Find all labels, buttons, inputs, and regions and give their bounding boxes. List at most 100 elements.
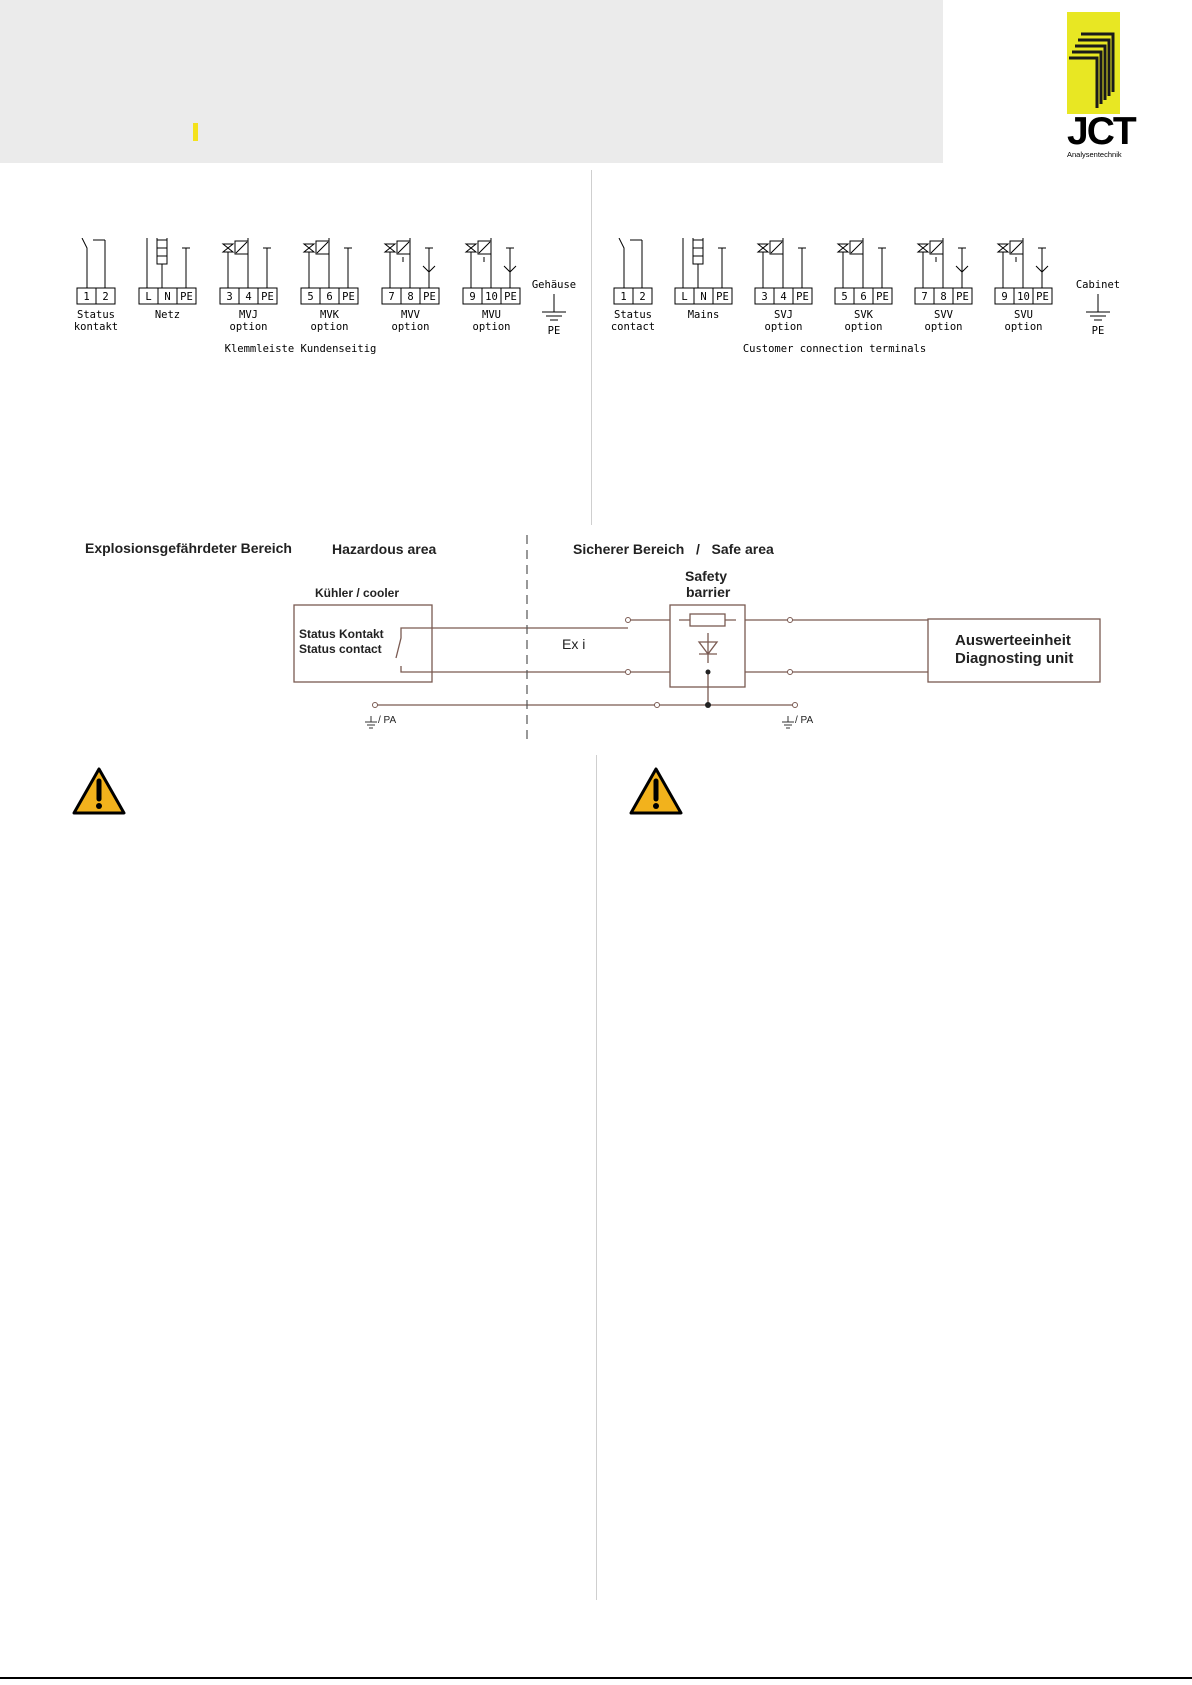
terminal-label: MVU bbox=[482, 309, 501, 321]
ground-icon bbox=[365, 716, 794, 729]
terminal-pin-label: L bbox=[145, 291, 151, 303]
valve-coil-icon bbox=[916, 238, 969, 288]
ground-icon bbox=[1086, 294, 1110, 321]
barrier-label-1: Safety bbox=[685, 568, 727, 584]
status-contact-en: Status contact bbox=[299, 642, 382, 656]
barrier-resistor bbox=[689, 613, 726, 627]
terminal-pin bbox=[792, 287, 813, 305]
logo-mark bbox=[1067, 12, 1120, 114]
cooler-label: Kühler / cooler bbox=[315, 586, 399, 600]
terminal-pin-label: 3 bbox=[761, 291, 767, 303]
valve-coil-icon bbox=[221, 238, 271, 288]
hazard-label-en: Hazardous area bbox=[332, 541, 436, 557]
brand-name: JCT bbox=[1067, 110, 1137, 153]
switch-contact-icon bbox=[81, 238, 106, 288]
terminal-label: Mains bbox=[688, 309, 720, 321]
unit-label-en: Diagnosting unit bbox=[955, 650, 1073, 667]
terminal-pin-label: 8 bbox=[940, 291, 946, 303]
terminal-pin-label: 8 bbox=[407, 291, 413, 303]
terminal-label: Status bbox=[614, 309, 652, 321]
header-band bbox=[0, 0, 943, 163]
unit-label-de: Auswerteeinheit bbox=[955, 632, 1071, 649]
ex-i-label: Ex i bbox=[562, 636, 585, 652]
terminal-pin bbox=[176, 287, 197, 305]
terminal-sublabel: kontakt bbox=[74, 321, 118, 333]
terminal-pin-label: 7 bbox=[388, 291, 394, 303]
warning-triangle-icon bbox=[629, 767, 683, 815]
terminal-pin-label: PE bbox=[716, 291, 729, 303]
terminal-pin-label: N bbox=[700, 291, 706, 303]
brand-logo: JCT Analysentechnik bbox=[1067, 12, 1192, 162]
terminal-pin-label: 4 bbox=[780, 291, 786, 303]
terminal-sublabel: option bbox=[230, 321, 268, 333]
terminal-pin bbox=[338, 287, 359, 305]
terminal-label: SVK bbox=[854, 309, 874, 321]
terminal-sublabel: option bbox=[392, 321, 430, 333]
terminal-pin bbox=[95, 287, 116, 305]
hazard-label-de: Explosionsgefährdeter Bereich bbox=[85, 540, 292, 556]
terminal-pin-label: 10 bbox=[485, 291, 498, 303]
footer-rule bbox=[0, 1677, 1192, 1679]
valve-coil-icon bbox=[464, 238, 517, 288]
valve-coil-icon bbox=[302, 238, 352, 288]
status-switch bbox=[395, 627, 432, 673]
terminal-sublabel: option bbox=[473, 321, 511, 333]
terminal-pin-label: PE bbox=[504, 291, 517, 303]
cabinet-pe-label: PE bbox=[1092, 325, 1105, 337]
header-marker bbox=[193, 123, 198, 141]
terminal-pin bbox=[419, 287, 440, 305]
terminal-sublabel: option bbox=[311, 321, 349, 333]
cabinet-label: Gehäuse bbox=[532, 279, 576, 291]
terminal-pin-label: 9 bbox=[469, 291, 475, 303]
terminal-caption: Customer connection terminals bbox=[743, 343, 926, 355]
terminal-pin-label: 4 bbox=[245, 291, 251, 303]
ground-icon bbox=[542, 294, 566, 321]
terminal-pin-label: 3 bbox=[226, 291, 232, 303]
cabinet-pe-label: PE bbox=[548, 325, 561, 337]
terminal-label: Status bbox=[77, 309, 115, 321]
cooler-box bbox=[293, 604, 433, 683]
terminal-pin-label: PE bbox=[180, 291, 193, 303]
terminal-pin bbox=[500, 287, 521, 305]
terminal-sublabel: contact bbox=[611, 321, 655, 333]
warning-triangle-icon bbox=[72, 767, 126, 815]
terminal-pin-label: 6 bbox=[860, 291, 866, 303]
valve-coil-icon bbox=[996, 238, 1049, 288]
terminal-pin-label: PE bbox=[423, 291, 436, 303]
barrier-label-2: barrier bbox=[686, 584, 731, 600]
terminal-pin bbox=[712, 287, 733, 305]
terminal-pin-label: N bbox=[164, 291, 170, 303]
safe-area-label: Sicherer Bereich / Safe area bbox=[573, 541, 774, 557]
pa-label-right: / PA bbox=[795, 715, 813, 726]
fuse-icon bbox=[146, 238, 190, 288]
terminal-pin-label: PE bbox=[796, 291, 809, 303]
terminal-pin-label: 1 bbox=[83, 291, 89, 303]
column-divider-bottom bbox=[596, 755, 597, 1600]
terminal-pin-label: PE bbox=[956, 291, 969, 303]
valve-coil-icon bbox=[756, 238, 806, 288]
terminal-label: SVJ bbox=[774, 309, 793, 321]
diagnostic-unit-box bbox=[927, 618, 1101, 683]
terminal-label: MVK bbox=[320, 309, 340, 321]
terminal-label: SVV bbox=[934, 309, 954, 321]
terminal-pin bbox=[632, 287, 653, 305]
terminal-label: Netz bbox=[155, 309, 180, 321]
valve-coil-icon bbox=[836, 238, 886, 288]
terminal-caption: Klemmleiste Kundenseitig bbox=[225, 343, 377, 355]
pa-label-left: / PA bbox=[378, 715, 396, 726]
terminal-pin-label: 5 bbox=[841, 291, 847, 303]
terminal-pin-label: PE bbox=[261, 291, 274, 303]
terminal-pin bbox=[952, 287, 973, 305]
terminal-pin bbox=[872, 287, 893, 305]
